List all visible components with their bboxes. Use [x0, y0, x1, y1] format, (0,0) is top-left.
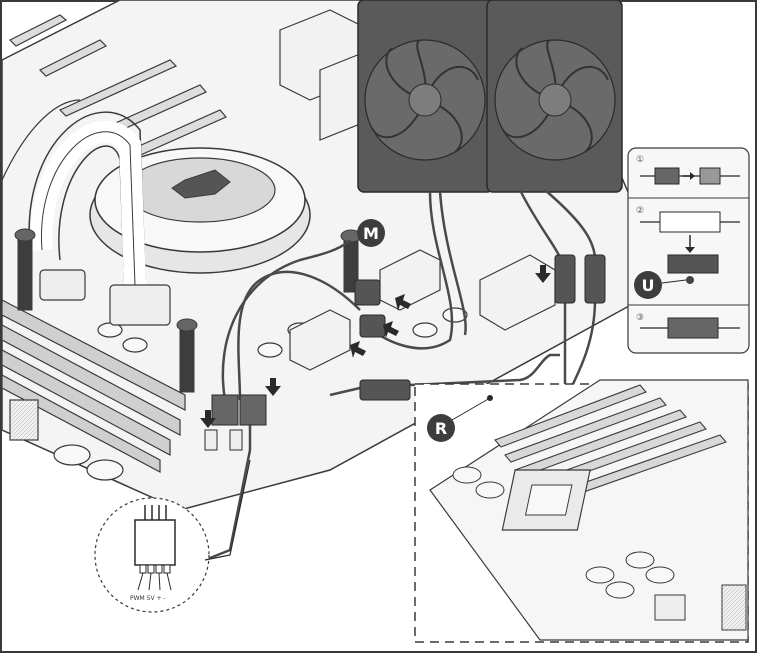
fan-header-connectors — [204, 394, 267, 451]
step-1-number: ① — [636, 155, 644, 165]
ram-slots — [1, 299, 186, 473]
callout-m: M — [357, 219, 385, 247]
step-3-number: ③ — [636, 313, 644, 323]
inset-step-3: ③ — [636, 313, 740, 339]
fan-cables — [204, 189, 597, 562]
callout-m-label: M — [363, 224, 379, 243]
mounting-standoffs — [14, 228, 362, 393]
connector-pin-labels: PWM 5V + - — [130, 595, 166, 602]
capacitors — [53, 307, 468, 481]
callout-r: R — [427, 395, 493, 442]
fan-right — [486, 0, 623, 193]
power-connector — [9, 399, 39, 441]
connector-magnifier: PWM 5V + - — [94, 459, 251, 613]
direction-arrows — [200, 265, 551, 428]
fan-left — [357, 0, 494, 193]
callout-u-label: U — [642, 276, 655, 295]
aio-tubes — [1, 99, 146, 291]
step-2-number: ② — [636, 206, 644, 216]
inset-step-1: ① — [636, 155, 740, 185]
callout-u: U — [634, 271, 687, 299]
callout-r-label: R — [435, 419, 447, 438]
inset-step-2: ② — [636, 206, 740, 284]
tube-fittings — [39, 269, 171, 326]
detail-region — [414, 379, 749, 643]
inset-panel: ① ② ③ — [627, 147, 750, 354]
aio-pump — [89, 147, 311, 274]
